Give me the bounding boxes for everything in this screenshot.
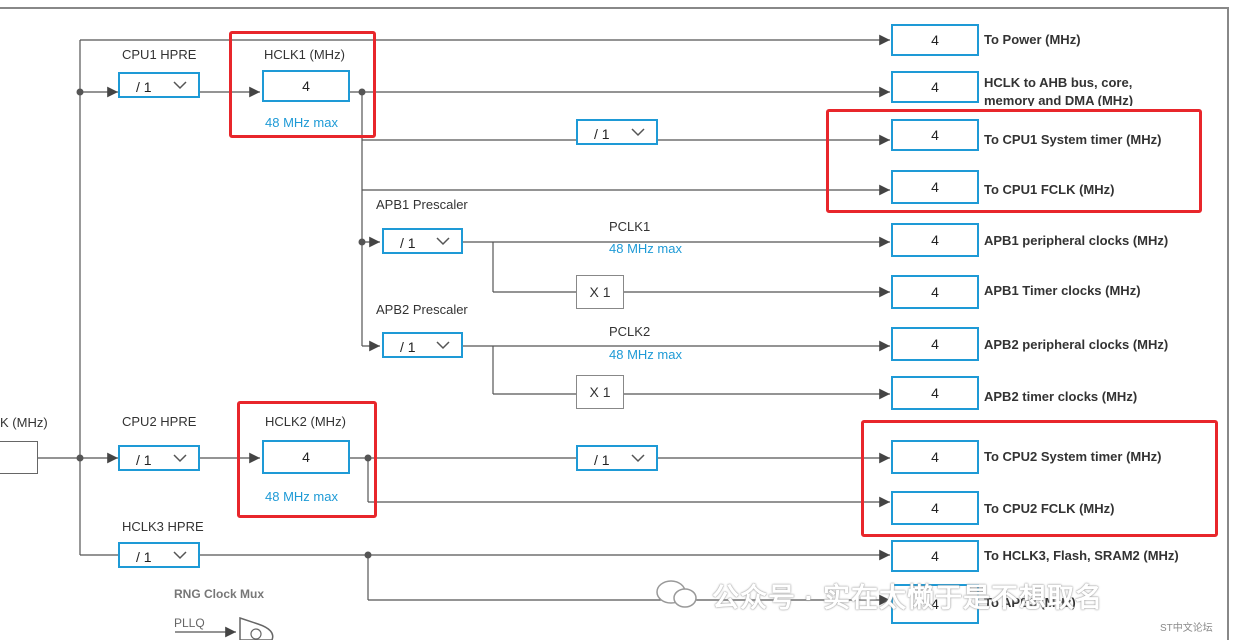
pclk2-label: PCLK2 — [609, 324, 651, 339]
out-hclk3-value[interactable]: 4 — [891, 540, 979, 572]
chevron-down-icon — [631, 454, 645, 463]
hclk3-hpre-label: HCLK3 HPRE — [122, 519, 204, 534]
highlight-cpu2-outputs — [861, 420, 1218, 537]
out-cpu2-systick-label: To CPU2 System timer (MHz) — [984, 449, 1162, 464]
out-apb2-timer-value[interactable]: 4 — [891, 376, 979, 410]
wechat-icon — [656, 580, 697, 608]
out-power-label: To Power (MHz) — [984, 32, 1081, 47]
out-hclk-ahb-label: HCLK to AHB bus, core, memory and DMA (M… — [984, 75, 1134, 106]
rng-mux-input-pllq: PLLQ — [174, 616, 205, 630]
out-power-value[interactable]: 4 — [891, 24, 979, 56]
apb1-prescaler-value: / 1 — [400, 235, 416, 251]
watermark-sub: ST中文论坛 — [1160, 623, 1213, 634]
pclk1-max: 48 MHz max — [609, 241, 682, 256]
hclk3-hpre-select[interactable]: / 1 — [118, 542, 200, 568]
hclk3-hpre-value: / 1 — [136, 549, 152, 565]
apb2-timer-multiplier: X 1 — [576, 375, 624, 409]
chevron-down-icon — [436, 341, 450, 350]
out-cpu1-systick-value[interactable]: 4 — [891, 119, 979, 151]
cpu1-systick-div-select[interactable]: / 1 — [576, 119, 658, 145]
hclk1-field[interactable]: 4 — [262, 70, 350, 102]
hclk1-max: 48 MHz max — [265, 115, 338, 130]
highlight-hclk1 — [229, 31, 376, 138]
out-cpu1-fclk-label: To CPU1 FCLK (MHz) — [984, 182, 1115, 197]
out-apb3-label: To APB3 (MHz) — [984, 595, 1076, 610]
out-cpu2-fclk-value[interactable]: 4 — [891, 491, 979, 525]
cpu2-systick-div-select[interactable]: / 1 — [576, 445, 658, 471]
chevron-down-icon — [173, 551, 187, 560]
cpu1-hpre-select[interactable]: / 1 — [118, 72, 200, 98]
apb2-prescaler-label: APB2 Prescaler — [376, 302, 468, 317]
out-apb3-value[interactable]: 4 — [891, 584, 979, 624]
rng-mux-label: RNG Clock Mux — [174, 587, 265, 601]
apb2-prescaler-value: / 1 — [400, 339, 416, 355]
cpu1-hpre-label: CPU1 HPRE — [122, 47, 197, 62]
out-cpu1-systick-label: To CPU1 System timer (MHz) — [984, 132, 1162, 147]
chevron-down-icon — [436, 237, 450, 246]
highlight-cpu1-outputs — [826, 109, 1202, 213]
hclk2-max: 48 MHz max — [265, 489, 338, 504]
cpu2-hpre-value: / 1 — [136, 452, 152, 468]
cpu2-hpre-label: CPU2 HPRE — [122, 414, 197, 429]
cpu2-systick-div-value: / 1 — [594, 452, 610, 468]
apb1-prescaler-label: APB1 Prescaler — [376, 197, 468, 212]
out-cpu2-systick-value[interactable]: 4 — [891, 440, 979, 474]
cpu1-hpre-value: / 1 — [136, 79, 152, 95]
chevron-down-icon — [173, 454, 187, 463]
out-cpu2-fclk-label: To CPU2 FCLK (MHz) — [984, 501, 1115, 516]
cpu1-systick-div-value: / 1 — [594, 126, 610, 142]
apb1-timer-multiplier: X 1 — [576, 275, 624, 309]
out-apb2-periph-label: APB2 peripheral clocks (MHz) — [984, 337, 1169, 352]
pclk1-label: PCLK1 — [609, 219, 651, 234]
chevron-down-icon — [631, 128, 645, 137]
out-apb1-periph-label: APB1 peripheral clocks (MHz) — [984, 233, 1169, 248]
out-apb2-periph-value[interactable]: 4 — [891, 327, 979, 361]
out-cpu1-fclk-value[interactable]: 4 — [891, 170, 979, 204]
out-apb1-timer-label: APB1 Timer clocks (MHz) — [984, 283, 1141, 298]
chevron-down-icon — [173, 81, 187, 90]
hclk1-label: HCLK1 (MHz) — [264, 47, 345, 62]
input-freq-field[interactable] — [0, 441, 38, 474]
watermark-text: 公众号 · 实在太懒于是不想取名 — [712, 583, 1103, 613]
input-freq-label: K (MHz) — [0, 415, 48, 430]
pclk2-max: 48 MHz max — [609, 347, 682, 362]
hclk2-label: HCLK2 (MHz) — [265, 414, 346, 429]
out-apb1-timer-value[interactable]: 4 — [891, 275, 979, 309]
out-apb1-periph-value[interactable]: 4 — [891, 223, 979, 257]
highlight-hclk2 — [237, 401, 377, 518]
out-hclk3-label: To HCLK3, Flash, SRAM2 (MHz) — [984, 548, 1179, 563]
cpu2-hpre-select[interactable]: / 1 — [118, 445, 200, 471]
apb2-prescaler-select[interactable]: / 1 — [382, 332, 463, 358]
hclk2-field[interactable]: 4 — [262, 440, 350, 474]
apb1-prescaler-select[interactable]: / 1 — [382, 228, 463, 254]
out-apb2-timer-label: APB2 timer clocks (MHz) — [984, 389, 1138, 404]
out-hclk-ahb-value[interactable]: 4 — [891, 71, 979, 103]
